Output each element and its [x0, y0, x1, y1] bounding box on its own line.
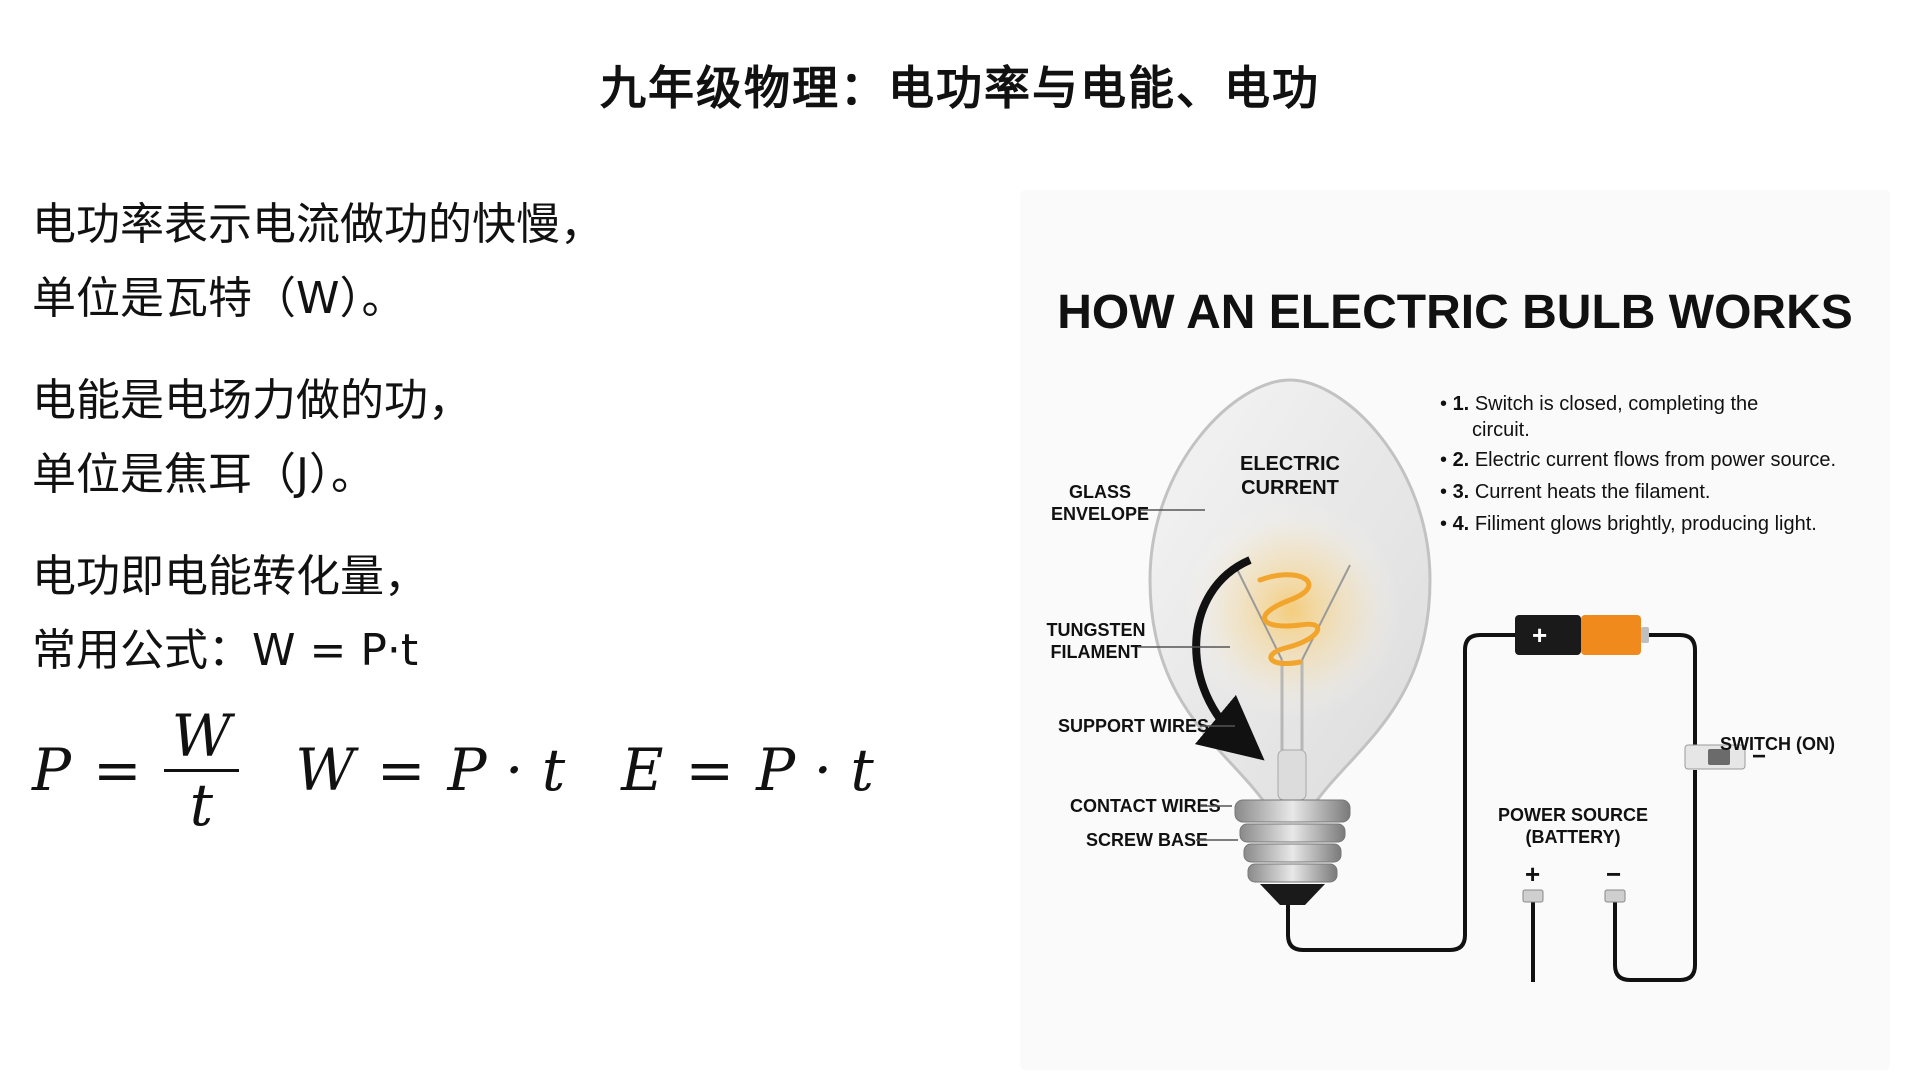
- list-item: • 1. Switch is closed, completing the: [1440, 393, 1758, 415]
- equals-sign: =: [685, 736, 735, 804]
- label-power-source: (BATTERY): [1526, 827, 1621, 847]
- formula-symbol: W: [295, 736, 355, 804]
- formula-symbol: E: [621, 736, 664, 804]
- label-screw-base: SCREW BASE: [1086, 830, 1208, 850]
- diagram-labels: ELECTRIC CURRENT GLASS ENVELOPE TUNGSTEN…: [1047, 453, 1835, 850]
- bulb-diagram-svg: HOW AN ELECTRIC BULB WORKS • 1. Switch i…: [1047, 286, 1853, 982]
- fraction-numerator: W: [163, 703, 240, 772]
- equals-sign: =: [376, 736, 426, 804]
- switch: −: [1684, 743, 1766, 770]
- text-line: 单位是焦耳（J）。: [32, 449, 375, 500]
- glass-stem: [1277, 749, 1307, 801]
- lead-wires: [1234, 564, 1351, 661]
- list-item: • 2. Electric current flows from power s…: [1440, 449, 1836, 471]
- list-item-continued: circuit.: [1472, 419, 1530, 441]
- circuit-wire: [1645, 633, 1697, 750]
- screw-base: [1234, 799, 1351, 905]
- plus-sign: +: [1532, 620, 1547, 650]
- battery-terminals: + −: [1522, 859, 1626, 903]
- formula-rhs: P · t: [447, 736, 566, 804]
- label-electric-current: ELECTRIC: [1240, 453, 1340, 475]
- label-power-source: POWER SOURCE: [1498, 805, 1648, 825]
- circuit-wire: [1613, 770, 1697, 982]
- label-glass-envelope: ENVELOPE: [1051, 504, 1149, 524]
- support-wires: [1280, 660, 1304, 750]
- fraction-denominator: t: [189, 770, 214, 839]
- bulb-diagram: HOW AN ELECTRIC BULB WORKS • 1. Switch i…: [1020, 190, 1890, 1070]
- minus-sign: −: [1606, 859, 1621, 889]
- battery: +: [1515, 615, 1649, 655]
- formula-power: P = W t: [32, 703, 240, 839]
- filament-glow: [1182, 500, 1402, 720]
- formula-energy: E = P · t: [621, 736, 874, 804]
- paragraph-work: 电功即电能转化量， 常用公式：W = P·t: [32, 540, 932, 688]
- list-item: • 3. Current heats the filament.: [1440, 481, 1711, 503]
- circuit-wire: [1286, 633, 1515, 952]
- text-line: 单位是瓦特（W）。: [32, 273, 406, 324]
- tungsten-filament: [1257, 572, 1321, 666]
- equals-sign: =: [93, 736, 142, 804]
- formula-symbol: P: [32, 736, 72, 804]
- text-line: 电功即电能转化量，: [32, 551, 428, 602]
- label-switch: SWITCH (ON): [1720, 734, 1835, 754]
- label-support-wires: SUPPORT WIRES: [1058, 716, 1209, 736]
- plus-sign: +: [1525, 859, 1540, 889]
- page-title: 九年级物理：电功率与电能、电功: [600, 61, 1320, 115]
- list-item: • 4. Filiment glows brightly, producing …: [1440, 513, 1817, 535]
- formula-row: P = W t W = P · t E = P · t: [32, 700, 930, 840]
- minus-sign: −: [1752, 743, 1766, 770]
- explanation-text: 电功率表示电流做功的快慢， 单位是瓦特（W）。 电能是电场力做的功， 单位是焦耳…: [32, 188, 932, 716]
- diagram-title: HOW AN ELECTRIC BULB WORKS: [1057, 286, 1853, 339]
- label-electric-current: CURRENT: [1241, 477, 1339, 499]
- text-line: 常用公式：W = P·t: [32, 625, 419, 676]
- steps-list: • 1. Switch is closed, completing the ci…: [1440, 393, 1836, 535]
- text-line: 电功率表示电流做功的快慢，: [32, 199, 604, 250]
- fraction: W t: [163, 703, 240, 839]
- label-glass-envelope: GLASS: [1069, 482, 1131, 502]
- formula-rhs: P · t: [756, 736, 874, 804]
- current-arrow: [1192, 556, 1265, 761]
- text-line: 电能是电场力做的功，: [32, 375, 472, 426]
- paragraph-energy: 电能是电场力做的功， 单位是焦耳（J）。: [32, 364, 932, 512]
- formula-work: W = P · t: [295, 736, 565, 804]
- label-tungsten-filament: FILAMENT: [1051, 642, 1142, 662]
- label-contact-wires: CONTACT WIRES: [1070, 796, 1221, 816]
- label-tungsten-filament: TUNGSTEN: [1047, 620, 1146, 640]
- paragraph-power: 电功率表示电流做功的快慢， 单位是瓦特（W）。: [32, 188, 932, 336]
